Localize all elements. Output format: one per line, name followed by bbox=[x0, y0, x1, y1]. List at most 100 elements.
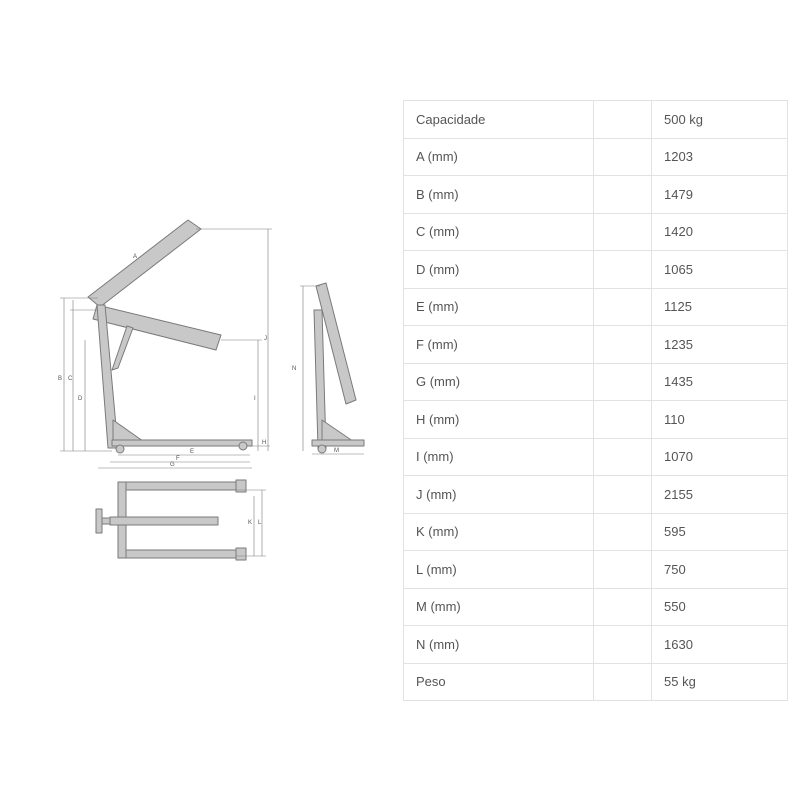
label-B: B bbox=[58, 376, 62, 382]
dimension-labels: A B C D E F G H I J N M K L bbox=[58, 254, 339, 526]
top-leg-upper bbox=[119, 481, 241, 491]
label-N: N bbox=[292, 366, 296, 372]
spec-label: G (mm) bbox=[403, 362, 594, 401]
spec-row: D (mm) 1065 bbox=[403, 250, 788, 289]
spec-value: 1070 bbox=[651, 437, 788, 476]
spec-spacer bbox=[593, 550, 652, 589]
spec-label: F (mm) bbox=[403, 325, 594, 364]
spec-value: 1420 bbox=[651, 212, 788, 251]
label-K: K bbox=[248, 520, 252, 526]
spec-value: 750 bbox=[651, 550, 788, 589]
spec-value: 1479 bbox=[651, 175, 788, 214]
label-C: C bbox=[68, 376, 73, 382]
spec-row: G (mm) 1435 bbox=[403, 362, 788, 401]
label-L: L bbox=[258, 520, 262, 526]
spec-label: M (mm) bbox=[403, 587, 594, 626]
label-A: A bbox=[133, 254, 137, 260]
spec-label: L (mm) bbox=[403, 550, 594, 589]
spec-label: E (mm) bbox=[403, 287, 594, 326]
spec-value: 55 kg bbox=[651, 662, 788, 701]
spec-label: A (mm) bbox=[403, 137, 594, 176]
spec-row: C (mm) 1420 bbox=[403, 212, 788, 251]
spec-row: N (mm) 1630 bbox=[403, 625, 788, 664]
top-wheel-lower bbox=[235, 547, 247, 561]
spec-value: 1125 bbox=[651, 287, 788, 326]
spec-row: B (mm) 1479 bbox=[403, 175, 788, 214]
spec-spacer bbox=[593, 587, 652, 626]
crane-dimension-drawing: A B C D E F G H I J N M K L bbox=[58, 219, 365, 561]
spec-spacer bbox=[593, 212, 652, 251]
spec-value: 500 kg bbox=[651, 100, 788, 139]
spec-label: J (mm) bbox=[403, 475, 594, 514]
spec-value: 1630 bbox=[651, 625, 788, 664]
leg bbox=[111, 439, 253, 447]
spec-row: K (mm) 595 bbox=[403, 512, 788, 551]
spec-value: 595 bbox=[651, 512, 788, 551]
spec-label: Capacidade bbox=[403, 100, 594, 139]
spec-row: M (mm) 550 bbox=[403, 587, 788, 626]
label-E: E bbox=[190, 449, 194, 455]
top-boom bbox=[109, 516, 219, 526]
spec-spacer bbox=[593, 137, 652, 176]
end-view-boom bbox=[315, 282, 357, 405]
spec-spacer bbox=[593, 362, 652, 401]
top-view bbox=[95, 479, 247, 561]
spec-label: I (mm) bbox=[403, 437, 594, 476]
label-H: H bbox=[262, 440, 266, 446]
boom-lowered bbox=[92, 304, 222, 351]
spec-value: 550 bbox=[651, 587, 788, 626]
spec-value: 1203 bbox=[651, 137, 788, 176]
side-view bbox=[87, 219, 253, 454]
spec-row: J (mm) 2155 bbox=[403, 475, 788, 514]
spec-label: K (mm) bbox=[403, 512, 594, 551]
rear-wheel bbox=[115, 444, 125, 454]
spec-spacer bbox=[593, 287, 652, 326]
spec-value: 1065 bbox=[651, 250, 788, 289]
label-F: F bbox=[176, 456, 180, 462]
top-leg-lower bbox=[119, 549, 241, 559]
spec-spacer bbox=[593, 437, 652, 476]
spec-spacer bbox=[593, 512, 652, 551]
end-view-leg bbox=[311, 439, 365, 447]
spec-row: E (mm) 1125 bbox=[403, 287, 788, 326]
spec-value: 110 bbox=[651, 400, 788, 439]
spec-spacer bbox=[593, 250, 652, 289]
spec-row: F (mm) 1235 bbox=[403, 325, 788, 364]
label-I: I bbox=[254, 396, 256, 402]
label-M: M bbox=[334, 448, 339, 454]
spec-row: L (mm) 750 bbox=[403, 550, 788, 589]
spec-value: 1235 bbox=[651, 325, 788, 364]
spec-row: I (mm) 1070 bbox=[403, 437, 788, 476]
spec-row: A (mm) 1203 bbox=[403, 137, 788, 176]
hydraulic-ram bbox=[111, 325, 134, 371]
top-handle-stem bbox=[101, 517, 111, 525]
end-view bbox=[311, 282, 365, 454]
spec-value: 2155 bbox=[651, 475, 788, 514]
end-view-wheel bbox=[317, 444, 327, 454]
spec-value: 1435 bbox=[651, 362, 788, 401]
spec-label: N (mm) bbox=[403, 625, 594, 664]
label-D: D bbox=[78, 396, 83, 402]
spec-label: D (mm) bbox=[403, 250, 594, 289]
spec-label: Peso bbox=[403, 662, 594, 701]
spec-row: H (mm) 110 bbox=[403, 400, 788, 439]
spec-spacer bbox=[593, 662, 652, 701]
spec-spacer bbox=[593, 400, 652, 439]
spec-label: C (mm) bbox=[403, 212, 594, 251]
top-handle bbox=[95, 508, 103, 534]
label-G: G bbox=[170, 462, 175, 468]
dimension-lines bbox=[60, 228, 364, 557]
spec-row: Capacidade 500 kg bbox=[403, 100, 788, 139]
spec-spacer bbox=[593, 475, 652, 514]
spec-spacer bbox=[593, 175, 652, 214]
spec-spacer bbox=[593, 625, 652, 664]
spec-spacer bbox=[593, 325, 652, 364]
top-wheel-upper bbox=[235, 479, 247, 493]
label-J: J bbox=[264, 336, 267, 342]
spec-label: H (mm) bbox=[403, 400, 594, 439]
spec-row: Peso 55 kg bbox=[403, 662, 788, 701]
front-wheel bbox=[238, 441, 248, 451]
spec-label: B (mm) bbox=[403, 175, 594, 214]
